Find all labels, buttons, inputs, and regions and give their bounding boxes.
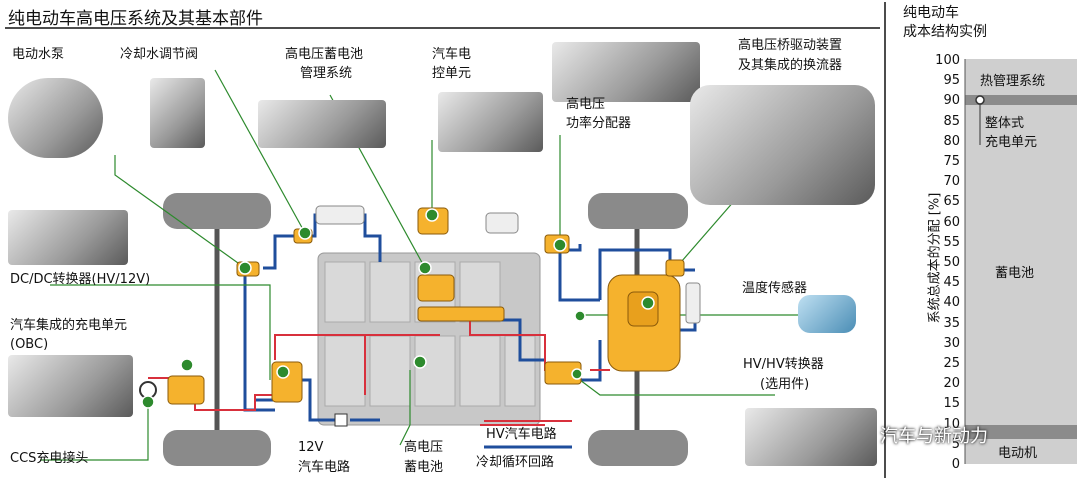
chart-tick: 25 xyxy=(943,356,960,371)
label-bms-1: 高电压蓄电池 xyxy=(285,47,364,62)
wheel-rear-right xyxy=(588,430,688,466)
label-obc-1: 汽车集成的充电单元 xyxy=(10,318,128,333)
chart-tick: 80 xyxy=(943,133,960,149)
label-pdu-1: 高电压 xyxy=(566,97,606,112)
label-ecu-2: 控单元 xyxy=(432,66,472,81)
ecu-image xyxy=(438,92,543,152)
segment-thermal: 热管理系统 xyxy=(980,74,1046,89)
coolant-valve-image xyxy=(150,78,205,148)
chart-tick: 55 xyxy=(943,234,960,250)
chart-tick: 85 xyxy=(943,113,960,129)
cost-chart xyxy=(964,59,1077,464)
chart-tick: 95 xyxy=(943,73,960,89)
chart-tick: 20 xyxy=(943,376,960,392)
bar-motor-divider xyxy=(965,425,1077,439)
label-pdu-2: 功率分配器 xyxy=(566,116,632,131)
label-bms-2: 管理系统 xyxy=(300,66,353,81)
label-temp-sensor: 温度传感器 xyxy=(742,281,808,296)
label-12v-1: 12V xyxy=(298,440,324,455)
label-12v-2: 汽车电路 xyxy=(298,460,351,475)
chart-tick: 35 xyxy=(943,315,960,331)
wheel-front-left xyxy=(163,193,271,229)
legend-cooling-label: 冷却循环回路 xyxy=(476,455,555,470)
chart-tick: 10 xyxy=(943,416,960,432)
label-ccs: CCS充电接头 xyxy=(10,451,89,466)
watermark: 汽车与新动力 xyxy=(880,426,988,447)
wheel-front-right xyxy=(163,430,271,466)
dcdc-image xyxy=(8,210,128,265)
chart-tick: 90 xyxy=(943,93,960,109)
label-coolant-valve: 冷却水调节阀 xyxy=(120,47,199,62)
chart-tick: 40 xyxy=(943,295,960,311)
chart-tick: 0 xyxy=(951,457,960,472)
label-bridge-1: 高电压桥驱动装置 xyxy=(738,38,843,53)
bar-battery xyxy=(965,59,1077,464)
chart-tick: 65 xyxy=(943,194,960,210)
label-water-pump: 电动水泵 xyxy=(12,47,65,62)
hvhv-converter-image xyxy=(745,408,877,466)
label-battery-1: 高电压 xyxy=(404,440,444,455)
segment-motor: 电动机 xyxy=(998,446,1038,461)
page-title: 纯电动车高电压系统及其基本部件 xyxy=(8,9,263,29)
label-battery-2: 蓄电池 xyxy=(404,460,444,475)
segment-battery: 蓄电池 xyxy=(995,266,1035,281)
label-hvhv-2: (选用件) xyxy=(760,377,810,392)
segment-charger-1: 整体式 xyxy=(985,116,1025,131)
wheel-rear-left xyxy=(588,193,688,229)
chart-tick: 5 xyxy=(951,436,960,452)
callout-dots xyxy=(141,208,655,409)
chart-tick: 100 xyxy=(935,53,960,68)
legend-hv-label: HV汽车电路 xyxy=(486,427,557,442)
chart-tick: 15 xyxy=(943,396,960,412)
label-ecu-1: 汽车电 xyxy=(432,47,472,62)
charger-marker xyxy=(975,95,985,105)
chart-tick: 45 xyxy=(943,275,960,291)
label-dcdc: DC/DC转换器(HV/12V) xyxy=(10,272,151,287)
chart-tick: 70 xyxy=(943,174,960,190)
chart-title-1: 纯电动车 xyxy=(903,5,959,21)
label-hvhv-1: HV/HV转换器 xyxy=(743,357,824,372)
label-bridge-2: 及其集成的换流器 xyxy=(738,58,843,73)
chart-title-2: 成本结构实例 xyxy=(903,24,987,40)
bridge-drive-image xyxy=(690,85,875,205)
water-pump-image xyxy=(8,78,103,158)
chart-tick: 60 xyxy=(943,214,960,230)
label-obc-2: (OBC) xyxy=(10,337,49,352)
small-components xyxy=(139,205,701,427)
chart-tick: 30 xyxy=(943,335,960,351)
segment-charger-2: 充电单元 xyxy=(985,135,1038,150)
chart-tick: 75 xyxy=(943,154,960,169)
pdu-image xyxy=(552,42,700,102)
obc-image xyxy=(8,355,133,417)
chart-tick: 50 xyxy=(943,255,960,270)
temp-sensor-image xyxy=(798,295,856,333)
bms-image xyxy=(258,100,386,148)
bar-thermal-divider xyxy=(965,95,1077,105)
